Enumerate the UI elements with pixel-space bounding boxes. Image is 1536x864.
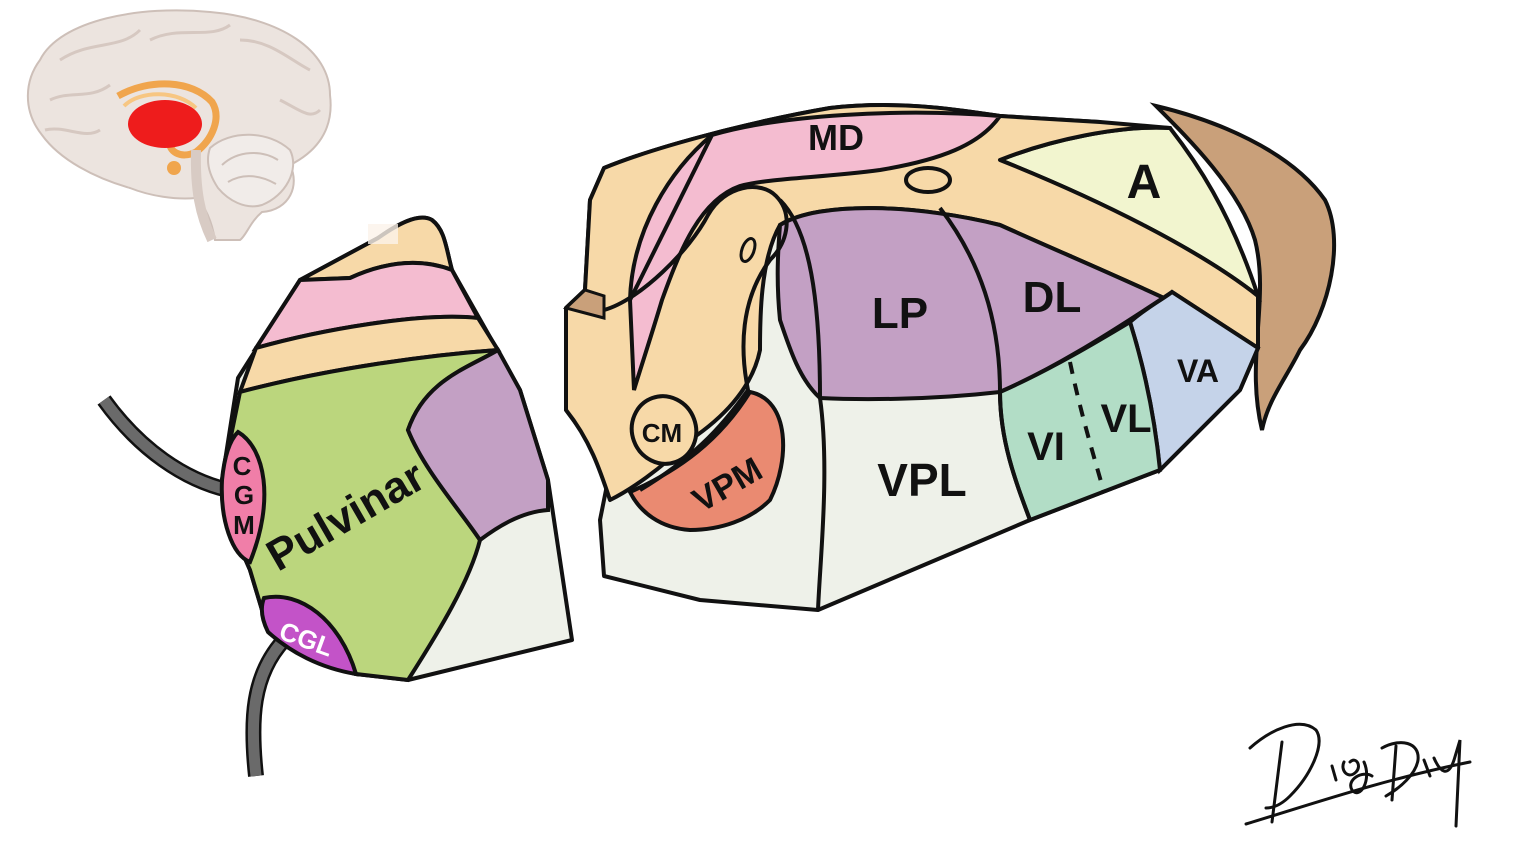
label-va: VA <box>1177 353 1219 389</box>
lamina-small-oval-top <box>904 166 952 194</box>
cm-nucleus <box>629 394 699 466</box>
signature-icon <box>1244 722 1472 828</box>
label-dl: DL <box>1023 273 1082 322</box>
label-vi: VI <box>1027 425 1065 469</box>
left-nerve-upper <box>97 395 230 498</box>
left-notch <box>563 288 606 320</box>
pulvinar-lateral-region <box>405 347 550 543</box>
pulvinar-block <box>97 215 574 777</box>
boundary-vi-vl-dashed <box>1068 361 1106 493</box>
label-cm: CM <box>642 418 682 448</box>
brain-sagittal-icon <box>26 9 332 243</box>
cgl-nucleus <box>259 594 359 677</box>
label-vpl: VPL <box>877 454 966 506</box>
label-md: MD <box>808 117 864 158</box>
cgm-nucleus <box>219 429 267 565</box>
lamina-small-oval-left <box>739 237 757 263</box>
vpm-nucleus <box>627 389 786 533</box>
thalamus-main-block <box>563 102 1337 612</box>
boundary-vpl-vl <box>998 391 1032 521</box>
boundary-central <box>778 198 827 611</box>
label-lp: LP <box>872 289 928 338</box>
label-a: A <box>1127 156 1162 209</box>
label-cgm-c: C <box>233 451 252 481</box>
caudate-crescent <box>1149 102 1337 431</box>
boundary-lp-dl <box>938 206 1002 393</box>
lamina-loop <box>603 185 789 492</box>
label-cgm-m: M <box>233 510 255 540</box>
label-vl: VL <box>1100 397 1151 441</box>
label-cgm-g: G <box>234 480 254 510</box>
